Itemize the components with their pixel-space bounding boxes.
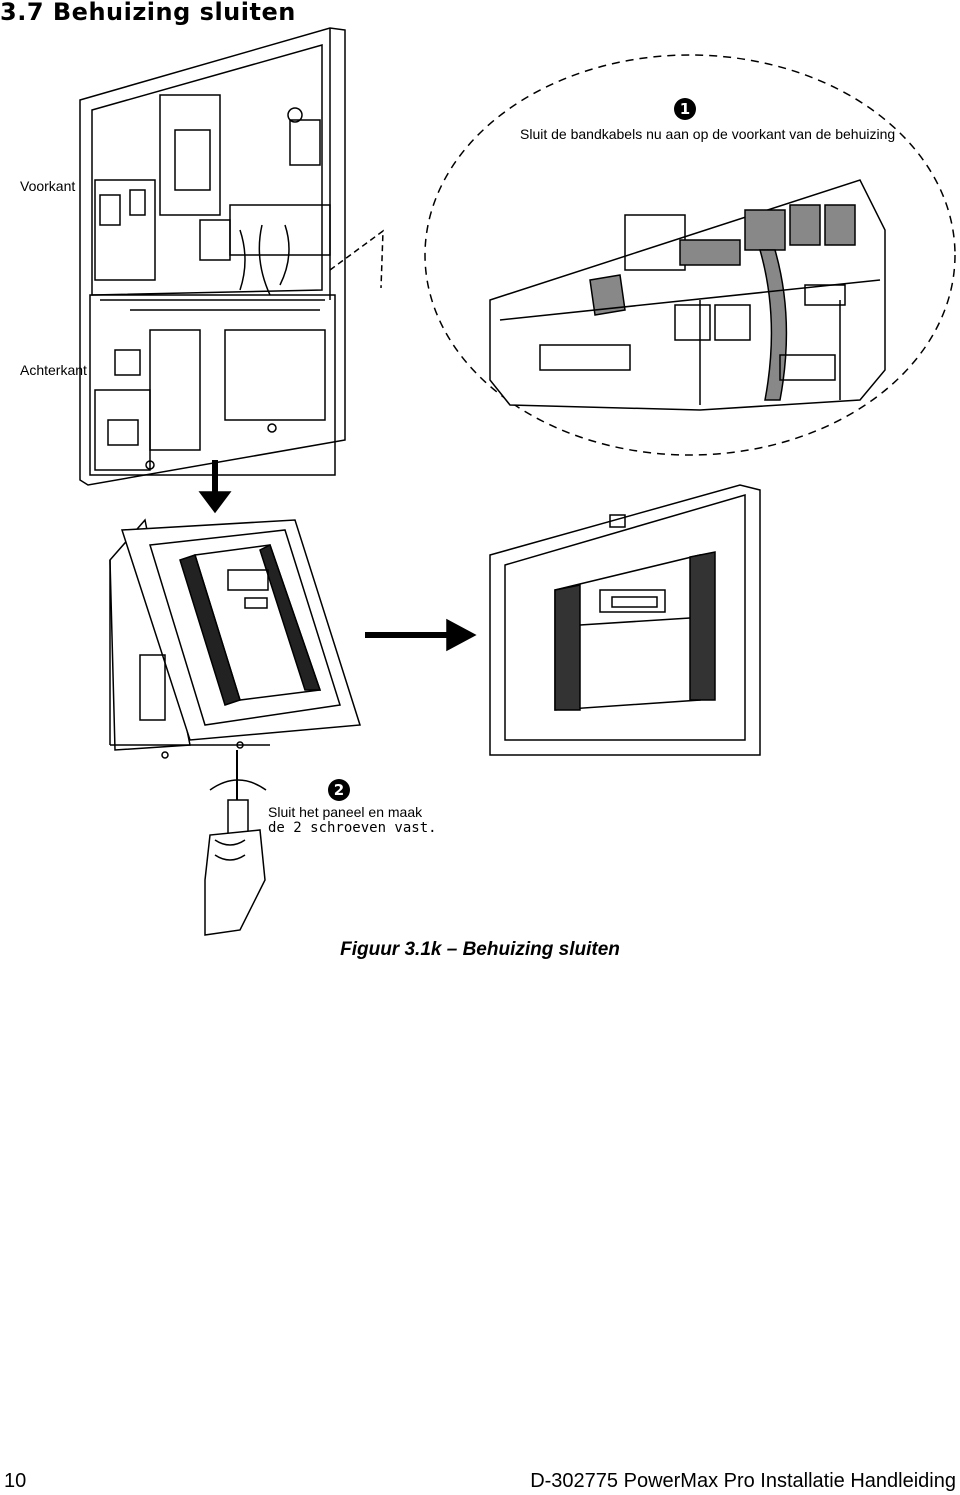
label-achterkant: Achterkant xyxy=(20,362,87,378)
detail-bubble xyxy=(424,54,956,456)
open-panel-drawing xyxy=(79,27,346,486)
step-1-text: Sluit de bandkabels nu aan op de voorkan… xyxy=(520,126,896,142)
step-2-line-2: de 2 schroeven vast. xyxy=(268,820,437,836)
page-number: 10 xyxy=(4,1470,27,1492)
label-voorkant: Voorkant xyxy=(20,178,76,194)
step-2-badge: 2 xyxy=(328,779,350,801)
step-2-line-1: Sluit het paneel en maak xyxy=(268,804,423,820)
figure-caption: Figuur 3.1k – Behuizing sluiten xyxy=(340,939,620,960)
document-title: D-302775 PowerMax Pro Installatie Handle… xyxy=(530,1470,956,1492)
closed-panel-drawing xyxy=(489,484,761,756)
figure-illustration xyxy=(79,27,956,936)
step-1-badge: 1 xyxy=(674,98,696,120)
zoomed-connector-detail xyxy=(489,179,886,411)
screwdriver-hand-drawing xyxy=(204,750,267,936)
closing-panel-drawing xyxy=(109,518,361,759)
section-heading: 3.7 Behuizing sluiten xyxy=(0,0,296,26)
